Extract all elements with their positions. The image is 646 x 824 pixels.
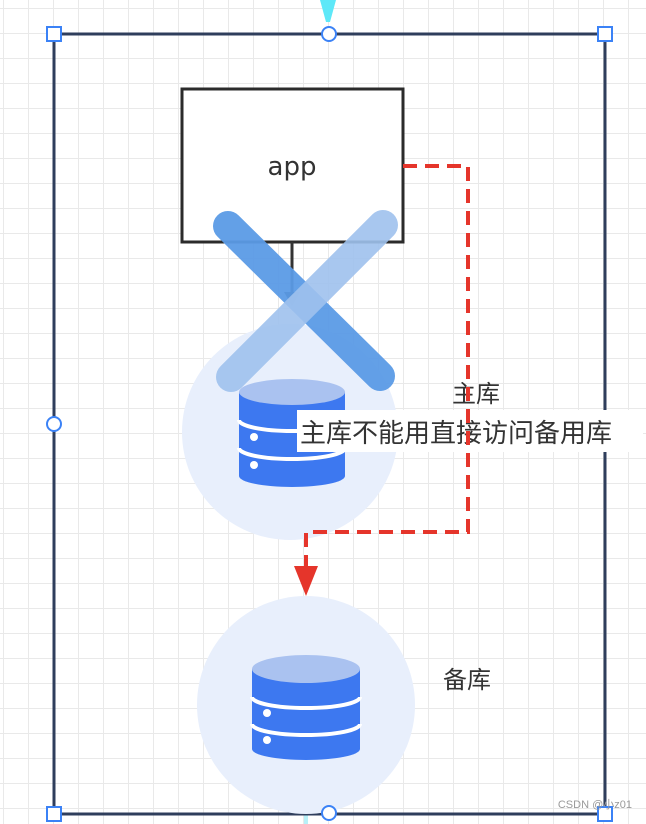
backup-label: 备库 (443, 666, 491, 694)
resize-handle-icon[interactable] (46, 26, 62, 42)
watermark: CSDN @小z01 (557, 799, 632, 811)
resize-handle-icon[interactable] (46, 806, 62, 822)
annotation-text: 主库不能用直接访问备用库 (300, 419, 612, 449)
top-connector-arrow[interactable] (320, 0, 336, 22)
resize-handle-icon[interactable] (597, 26, 613, 42)
dashed-arrowhead (294, 566, 318, 596)
database-icon (250, 655, 362, 760)
resize-handle-icon[interactable] (597, 806, 613, 822)
resize-handles[interactable] (46, 26, 613, 822)
resize-handle-icon[interactable] (321, 805, 337, 821)
cross-icon (213, 210, 398, 392)
app-label: app (268, 152, 317, 182)
bottom-connector-stub (304, 814, 308, 824)
primary-label: 主库 (452, 380, 500, 408)
resize-handle-icon[interactable] (46, 416, 62, 432)
resize-handle-icon[interactable] (321, 26, 337, 42)
app-to-backup-dashed-arrow[interactable] (304, 164, 470, 572)
